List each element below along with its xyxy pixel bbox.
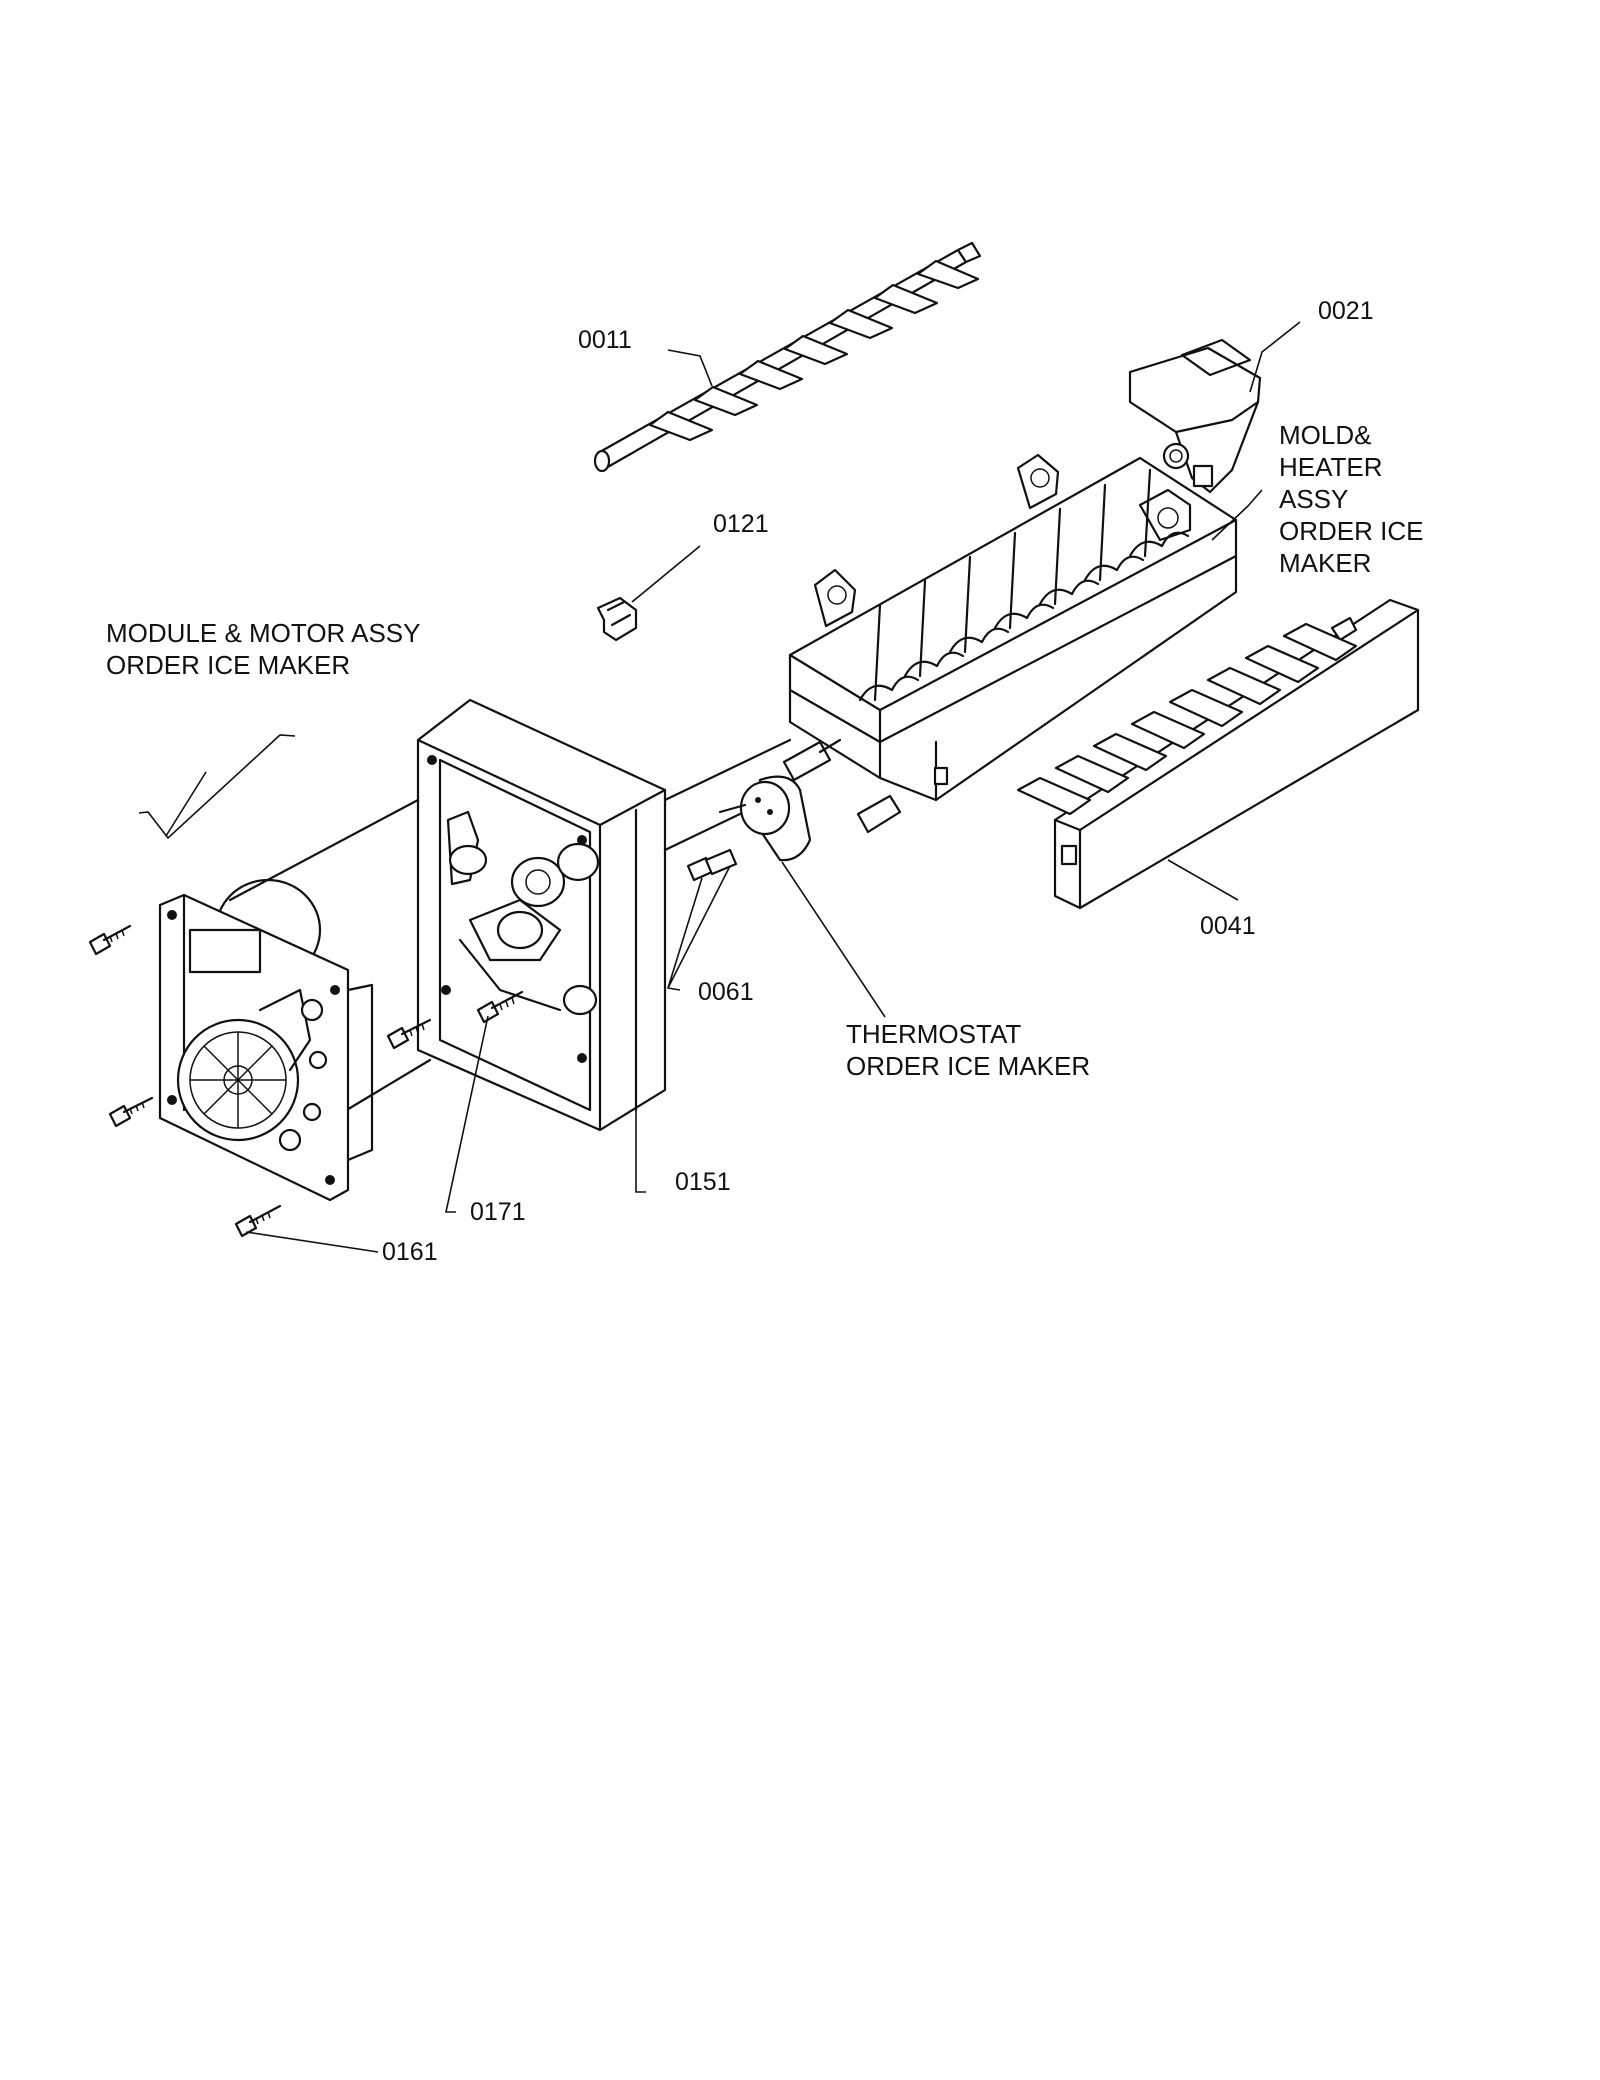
clip-part [596, 596, 638, 642]
mold-note-line3: ASSY [1279, 484, 1349, 514]
mold-note-line4: ORDER ICE [1279, 516, 1424, 546]
mold-heater-assembly [788, 453, 1238, 802]
thermostat-note-line1: THERMOSTAT [846, 1019, 1022, 1049]
callout-0161: 0161 [382, 1238, 438, 1266]
screw-0161-c [234, 1204, 282, 1238]
ejector-shaft-part [593, 241, 982, 473]
callout-0171: 0171 [470, 1198, 526, 1226]
mold-note-line5: MAKER [1279, 548, 1372, 578]
heater-terminals-part [686, 738, 902, 882]
module-motor-part [158, 798, 432, 1202]
callout-0011: 0011 [578, 326, 632, 354]
fill-cup-part [1128, 338, 1262, 494]
thermostat-part [718, 775, 812, 862]
mold-note-line2: HEATER [1279, 452, 1383, 482]
thermostat-note-line2: ORDER ICE MAKER [846, 1051, 1091, 1081]
screw-0161-b [108, 1096, 154, 1128]
module-note-line1: MODULE & MOTOR ASSY [106, 618, 421, 648]
module-note-line2: ORDER ICE MAKER [106, 650, 351, 680]
screw-0171-a [386, 1018, 432, 1050]
screw-0171-b [476, 990, 524, 1024]
callout-0021: 0021 [1318, 297, 1374, 325]
stripper-part [1016, 598, 1420, 910]
callout-0151: 0151 [675, 1168, 731, 1196]
mold-note-line1: MOLD& [1279, 420, 1372, 450]
housing-part [416, 698, 792, 1132]
callout-0041: 0041 [1200, 912, 1256, 940]
screw-0161-a [88, 924, 132, 956]
callout-0061: 0061 [698, 978, 754, 1006]
callout-0121: 0121 [713, 510, 769, 538]
